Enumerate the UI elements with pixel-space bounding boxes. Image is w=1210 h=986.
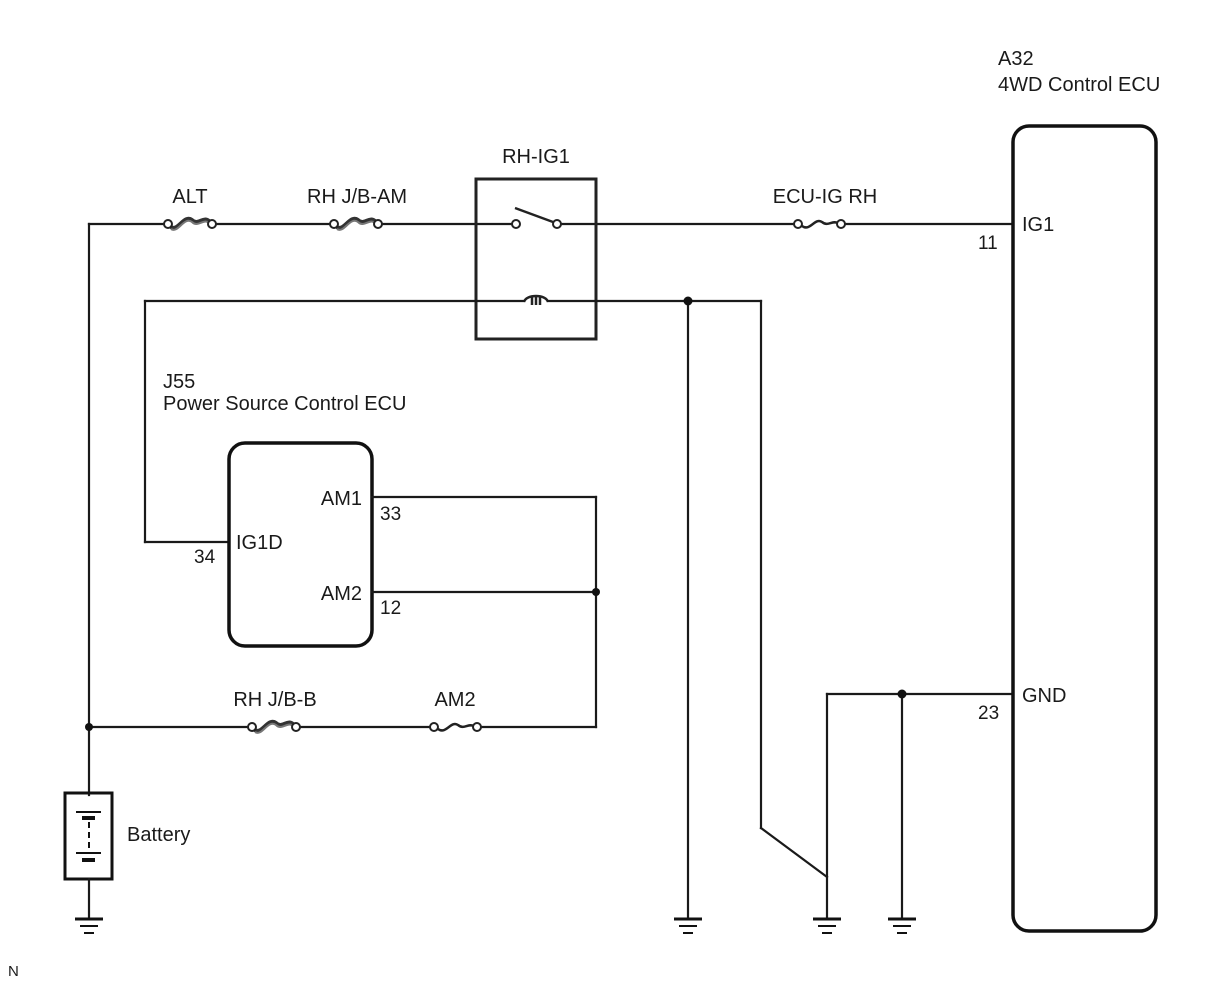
relay-label: RH-IG1: [502, 146, 570, 168]
junction-dot: [683, 296, 693, 306]
ground-icon: [813, 692, 841, 934]
ground-icon: [888, 692, 916, 934]
battery-label: Battery: [127, 824, 190, 846]
top-supply-line: [87, 222, 1015, 797]
junction-dot: [592, 588, 600, 596]
pin-am1-number: 33: [380, 504, 401, 525]
ecu-power-code: J55: [163, 371, 195, 393]
fuse-rh-jb-am-label: RH J/B-AM: [307, 186, 407, 208]
fuse-rh-jb-b-label: RH J/B-B: [233, 689, 316, 711]
ecu-4wd-box: [1011, 124, 1158, 933]
pin-gnd-label: GND: [1022, 685, 1066, 707]
pin-ig1d-label: IG1D: [236, 532, 283, 554]
footer-mark: N: [8, 963, 19, 980]
junction-dot: [85, 723, 93, 731]
fuse-am2-label: AM2: [434, 689, 475, 711]
bottom-supply-line: [85, 723, 598, 731]
fuse-rh-jb-b: [247, 719, 301, 734]
pin-am2-label: AM2: [321, 583, 362, 605]
fuse-am2: [429, 722, 482, 732]
pin-ig1d-number: 34: [194, 547, 216, 568]
ecu-4wd-name: 4WD Control ECU: [998, 74, 1160, 96]
fuse-alt: [163, 216, 217, 231]
relay-switch-contact: [514, 206, 554, 224]
fuse-alt-label: ALT: [172, 186, 207, 208]
ground-icon: [75, 917, 103, 934]
pin-am2-number: 12: [380, 598, 401, 619]
fuse-ecu-ig-rh: [793, 219, 846, 229]
relay-coil-line: [143, 296, 829, 920]
am-feed-lines: [370, 495, 600, 729]
gnd-line: [825, 689, 1015, 699]
ecu-power-name: Power Source Control ECU: [163, 393, 406, 415]
relay-rh-ig1: [474, 177, 598, 341]
ground-icon: [674, 917, 702, 934]
ecu-4wd-code: A32: [998, 48, 1034, 70]
junction-dot: [897, 689, 907, 699]
fuse-rh-jb-am: [329, 216, 383, 231]
pin-gnd-number: 23: [978, 703, 999, 724]
pin-ig1-label: IG1: [1022, 214, 1054, 236]
fuse-ecu-ig-rh-label: ECU-IG RH: [773, 186, 877, 208]
ecu-power-box: [227, 441, 374, 648]
pin-ig1-number: 11: [978, 233, 998, 254]
battery-symbol: [63, 791, 114, 920]
pin-am1-label: AM1: [321, 488, 362, 510]
